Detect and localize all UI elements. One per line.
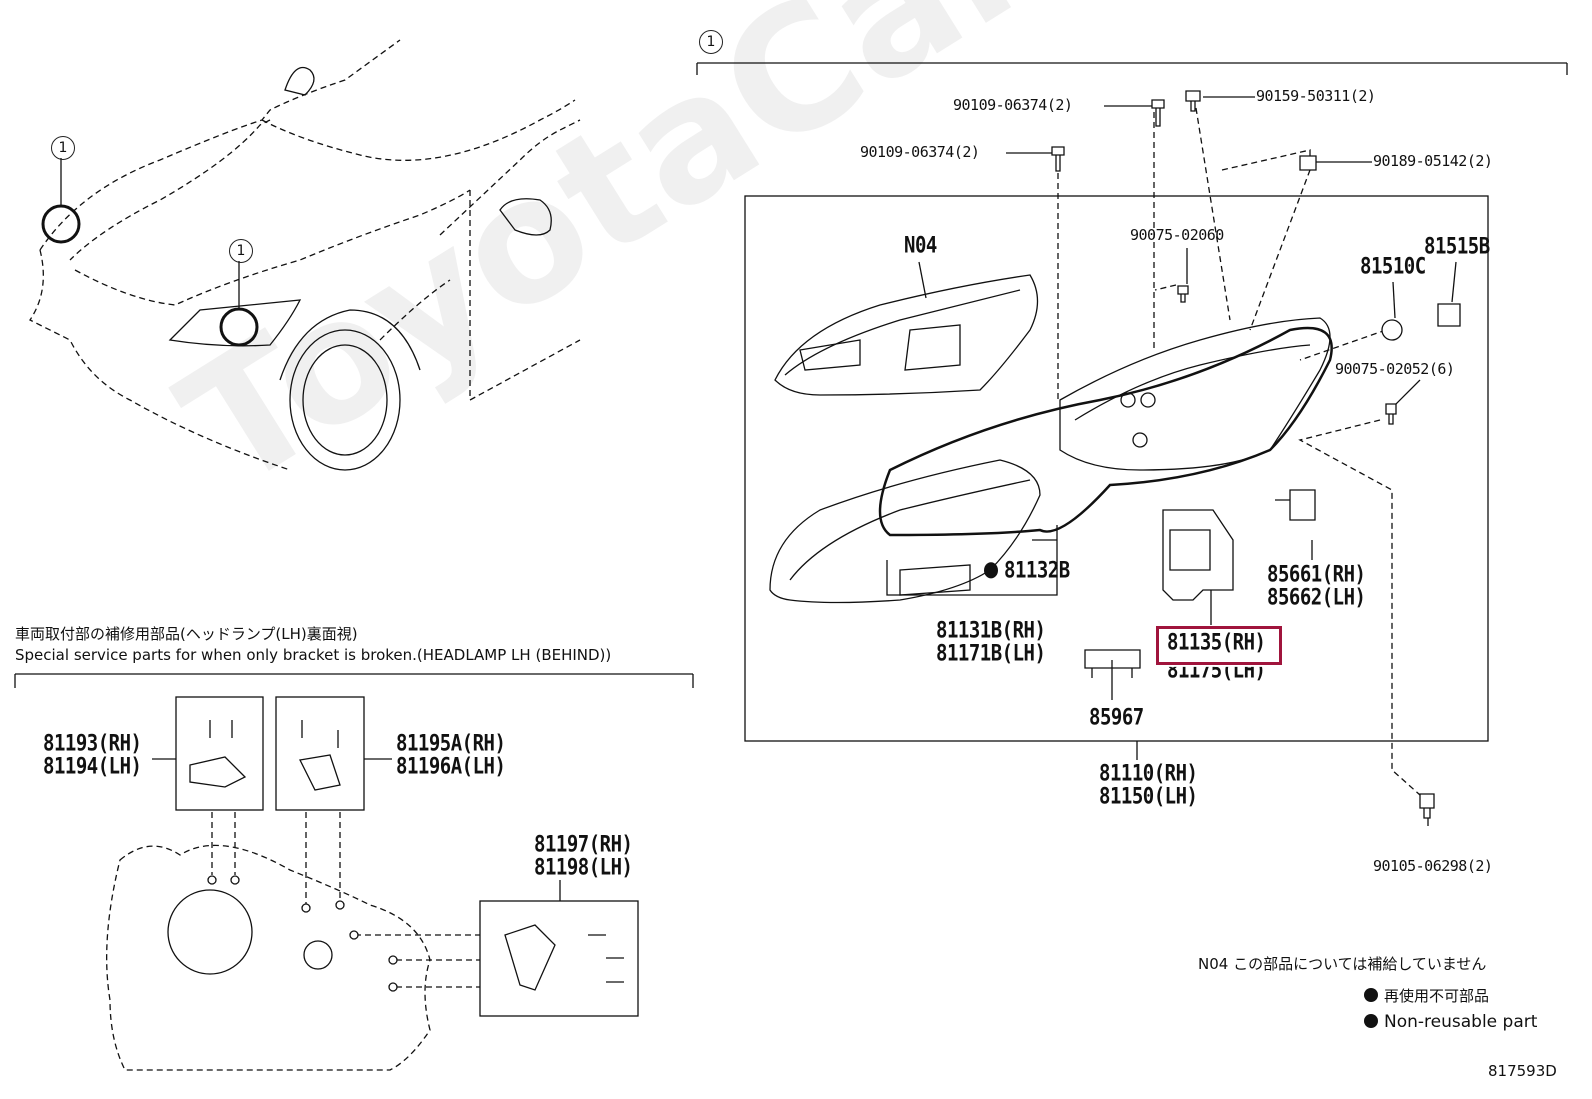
callout-marker: 1 — [229, 239, 253, 263]
leader-lines — [886, 96, 1457, 826]
part-label-81193[interactable]: 81193(RH) — [43, 730, 142, 756]
fasteners — [1051, 90, 1461, 819]
part-label-90159[interactable]: 90159-50311(2) — [1256, 87, 1376, 105]
part-label-81196a[interactable]: 81196A(LH) — [396, 753, 506, 779]
part-label-90075-02060[interactable]: 90075-02060 — [1130, 226, 1224, 244]
part-label-85661[interactable]: 85661(RH) — [1267, 561, 1366, 587]
module-85967 — [1084, 649, 1141, 678]
part-label-81175[interactable]: 81175(LH) — [1167, 657, 1266, 683]
part-label-81198[interactable]: 81198(LH) — [534, 854, 633, 880]
part-label-81194[interactable]: 81194(LH) — [43, 753, 142, 779]
part-label-81195a[interactable]: 81195A(RH) — [396, 730, 506, 756]
headlamp-housing — [1059, 317, 1331, 471]
headlamp-lens — [774, 274, 1039, 396]
part-label-81510c[interactable]: 81510C — [1360, 253, 1426, 279]
part-label-n04[interactable]: N04 — [904, 232, 937, 258]
n04-note: N04 この部品については補給していません — [1198, 955, 1487, 973]
service-title-jp: 車両取付部の補修用部品(ヘッドランプ(LH)裏面視) — [15, 625, 358, 643]
part-label-81131b[interactable]: 81131B(RH) — [936, 617, 1046, 643]
highlight-box — [1156, 626, 1282, 665]
part-label-90105[interactable]: 90105-06298(2) — [1373, 857, 1493, 875]
nonreusable-dot-icon — [984, 562, 998, 579]
headlamp-assembly — [769, 459, 1041, 604]
part-label-90109-b[interactable]: 90109-06374(2) — [860, 143, 980, 161]
part-label-90075-02052[interactable]: 90075-02052(6) — [1335, 360, 1455, 378]
nonreusable-dot-icon — [1364, 988, 1378, 1002]
part-label-85662[interactable]: 85662(LH) — [1267, 584, 1366, 610]
projector-bracket — [1162, 509, 1234, 601]
nonreusable-jp: 再使用不可部品 — [1364, 988, 1489, 1004]
nonreusable-dot-icon — [1364, 1014, 1378, 1028]
callout-marker: 1 — [51, 136, 75, 160]
nonreusable-en: Non-reusable part — [1364, 1014, 1537, 1031]
part-label-90189[interactable]: 90189-05142(2) — [1373, 152, 1493, 170]
bracket-parts — [189, 720, 624, 991]
part-label-85967[interactable]: 85967 — [1089, 704, 1144, 730]
housing-back-outline — [106, 812, 480, 1071]
car-outline — [29, 39, 581, 471]
gasket — [878, 326, 1333, 537]
figure-id: 817593D — [1488, 1062, 1557, 1080]
part-label-81197[interactable]: 81197(RH) — [534, 831, 633, 857]
part-label-81150[interactable]: 81150(LH) — [1099, 783, 1198, 809]
part-label-81110[interactable]: 81110(RH) — [1099, 760, 1198, 786]
part-label-81132b[interactable]: 81132B — [984, 559, 1070, 582]
leveling-motor — [1275, 489, 1316, 521]
part-label-81171b[interactable]: 81171B(LH) — [936, 640, 1046, 666]
part-label-81515b[interactable]: 81515B — [1424, 233, 1490, 259]
car-solid-details — [168, 66, 552, 471]
part-label-81135[interactable]: 81135(RH) — [1167, 629, 1266, 655]
callout-marker: 1 — [699, 30, 723, 54]
part-label-90109-a[interactable]: 90109-06374(2) — [953, 96, 1073, 114]
service-title-en: Special service parts for when only brac… — [15, 646, 612, 664]
